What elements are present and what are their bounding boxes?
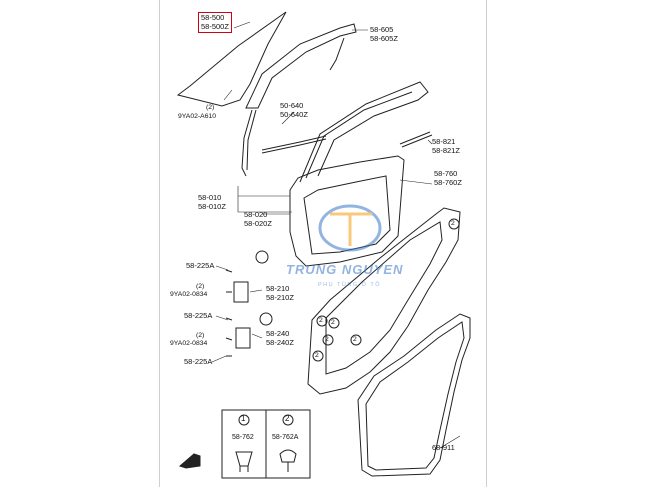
run-channel-shape xyxy=(245,23,357,109)
lower-hinge-shape xyxy=(235,327,251,349)
bolt-bottom-no: 58-225A xyxy=(184,357,213,366)
watermark-tagline: PHỤ TÙNG Ô TÔ xyxy=(318,282,381,288)
callout-2-a: 2 xyxy=(451,220,455,227)
opening-seal-shape xyxy=(357,313,471,477)
belt-molding-no: 50-640 xyxy=(280,101,304,110)
frame-left-line xyxy=(159,0,160,487)
front-arrow-icon xyxy=(179,453,201,469)
door-trim-panel xyxy=(307,207,461,395)
glass-part-highlight: 58-500 58-500Z xyxy=(198,12,232,33)
upper-hinge-shape xyxy=(233,281,249,303)
door-glass-shape xyxy=(176,11,287,107)
watermark-logo xyxy=(318,204,382,252)
outer-weatherstrip-no-z: 58-821Z xyxy=(432,146,460,155)
run-channel-no-z: 58-605Z xyxy=(370,34,398,43)
bolt-top-qty: (2) xyxy=(196,283,205,290)
legend-item-2-number: 2 xyxy=(285,414,290,423)
glass-part-no: 58-500 xyxy=(201,13,225,22)
glass-fastener-qty: (2) xyxy=(206,104,215,111)
run-channel-no: 58-605 xyxy=(370,25,394,34)
glass-part-no-z: 58-500Z xyxy=(201,21,229,31)
watermark-brand: TRUNG NGUYEN xyxy=(286,262,404,277)
callout-2-d: 2 xyxy=(325,336,329,343)
clip-icon-1 xyxy=(235,451,253,472)
door-frame-shape xyxy=(299,81,429,183)
lower-hinge-no-z: 58-240Z xyxy=(266,338,294,347)
bolt-mid-qty: (2) xyxy=(196,332,205,339)
legend-item-1-code: 58-762 xyxy=(232,434,254,441)
door-panel-no: 58-010 xyxy=(198,193,222,202)
bolt-top-no: 58-225A xyxy=(186,261,215,270)
upper-hinge-no: 58-210 xyxy=(266,284,290,293)
leader-lines xyxy=(211,21,461,449)
run-channel-tip xyxy=(329,37,345,71)
callout-circle-z-lower xyxy=(259,312,273,326)
legend-item-1-number: 1 xyxy=(241,414,246,423)
door-weatherstrip-no: 58-760 xyxy=(434,169,458,178)
opening-seal-no: 68-911 xyxy=(432,443,455,452)
door-panel-2-no: 58-020 xyxy=(244,210,268,219)
callout-circle-z-upper xyxy=(255,250,269,264)
glass-fastener-code: 9YA02-A610 xyxy=(178,113,217,120)
opening-seal-inner xyxy=(365,321,465,471)
door-panel-no-z: 58-010Z xyxy=(198,202,226,211)
door-inner-detail xyxy=(303,175,391,255)
door-weatherstrip-no-z: 58-760Z xyxy=(434,178,462,187)
bolt-top-code: 9YA02-0834 xyxy=(170,291,208,298)
upper-hinge-no-z: 58-210Z xyxy=(266,293,294,302)
door-body-shape xyxy=(289,155,405,267)
bolt-mid-no: 58-225A xyxy=(184,311,213,320)
callout-2-e: 2 xyxy=(353,336,357,343)
bolt-shapes xyxy=(225,269,233,357)
callout-2-b: 2 xyxy=(319,317,323,324)
outer-weatherstrip-shape xyxy=(399,131,433,148)
door-panel-2-no-z: 58-020Z xyxy=(244,219,272,228)
clip-icon-2 xyxy=(279,449,297,472)
outer-weatherstrip-no: 58-821 xyxy=(432,137,456,146)
belt-molding-no-z: 50-640Z xyxy=(280,110,308,119)
belt-molding-shape xyxy=(261,135,327,154)
bolt-mid-code: 9YA02-0834 xyxy=(170,340,208,347)
door-trim-inner xyxy=(325,221,443,375)
frame-right-line xyxy=(486,0,487,487)
front-run-strip xyxy=(241,109,257,177)
callout-2-f: 2 xyxy=(315,352,319,359)
legend-item-2-code: 58-762A xyxy=(272,434,299,441)
callout-2-c: 2 xyxy=(331,319,335,326)
lower-hinge-no: 58-240 xyxy=(266,329,290,338)
